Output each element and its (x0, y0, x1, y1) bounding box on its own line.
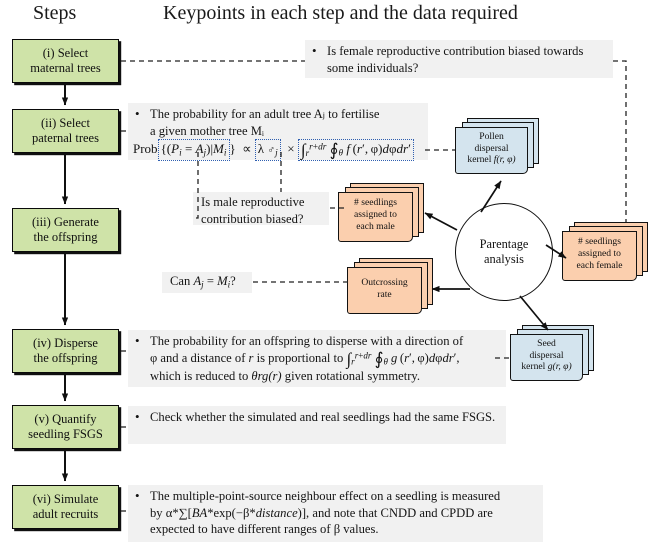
card-seedlings-per-male[interactable]: # seedlings assigned to each male (338, 183, 428, 249)
keypoint-ii-line1: The probability for an adult tree Aⱼ to … (150, 107, 380, 121)
keypoint-iv-line3: which is reduced to θrg(r) given rotatio… (150, 369, 421, 384)
parentage-analysis-node[interactable]: Parentage analysis (455, 203, 553, 301)
keypoint-panel-selfing: Can Aj = Mi? (162, 272, 252, 293)
keypoint-ii-formula: Prob{(Pi = Aj)|Mi} ∝ λ ♂j × ∫rr+dr ∮θ f … (133, 139, 414, 162)
keypoint-panel-male-bias: Is male reproductive contribution biased… (193, 192, 329, 226)
bullet-icon: • (135, 106, 140, 121)
step-box-v[interactable]: (v) Quantify seedling FSGS (12, 405, 119, 449)
outcrossing-line1: Outcrossing (361, 276, 408, 288)
card-front: Pollen dispersal kernel f(r, φ) (455, 127, 528, 174)
male-count-line2: assigned to (354, 209, 397, 221)
step-box-ii[interactable]: (ii) Select paternal trees (12, 109, 119, 153)
female-count-line3: each female (576, 259, 623, 271)
step-i-line1: (i) Select (42, 46, 89, 61)
step-box-iv[interactable]: (iv) Disperse the offspring (12, 329, 119, 373)
keypoint-v-text: Check whether the simulated and real see… (150, 410, 496, 424)
step-iv-line1: (iv) Disperse (33, 336, 98, 351)
step-box-i[interactable]: (i) Select maternal trees (12, 39, 119, 83)
bullet-icon: • (312, 43, 317, 58)
parentage-line2: analysis (484, 252, 524, 266)
keypoint-selfing-text: Can Aj = Mi? (170, 274, 236, 290)
formula-term-lambda: λ ♂j (254, 139, 281, 161)
column-header-keypoints: Keypoints in each step and the data requ… (163, 2, 518, 24)
keypoint-panel-i: • Is female reproductive contribution bi… (305, 40, 613, 78)
step-iv-line2: the offspring (33, 351, 98, 365)
step-box-vi[interactable]: (vi) Simulate adult recruits (12, 485, 119, 529)
pollen-kernel-line1: Pollen (479, 130, 504, 142)
bullet-icon: • (135, 488, 140, 503)
step-vi-line1: (vi) Simulate (32, 492, 99, 507)
card-outcrossing-rate[interactable]: Outcrossing rate (347, 258, 437, 320)
bullet-icon: • (135, 409, 140, 424)
step-i-line2: maternal trees (30, 61, 101, 75)
step-v-line2: seedling FSGS (28, 427, 103, 441)
keypoint-panel-v: • Check whether the simulated and real s… (128, 406, 506, 444)
column-header-steps: Steps (33, 2, 77, 24)
seed-kernel-line1: Seed (537, 337, 556, 349)
step-iii-line1: (iii) Generate (32, 215, 99, 230)
male-count-line3: each male (356, 220, 395, 232)
step-v-line1: (v) Quantify (34, 412, 97, 427)
keypoint-panel-iv: • The probability for an offspring to di… (128, 330, 506, 387)
card-seed-dispersal-kernel[interactable]: Seed dispersal kernel g(r, φ) (510, 325, 598, 387)
card-front: Outcrossing rate (347, 267, 422, 314)
seed-kernel-line2: dispersal (529, 349, 564, 361)
step-box-iii[interactable]: (iii) Generate the offspring (12, 208, 119, 252)
step-ii-line1: (ii) Select (41, 116, 90, 131)
outcrossing-line2: rate (377, 288, 392, 300)
keypoint-panel-vi: • The multiple-point-source neighbour ef… (128, 485, 543, 542)
bullet-icon: • (135, 333, 140, 348)
keypoint-vi-line2: by α*∑[BA*exp(−β*distance)], and note th… (150, 505, 493, 520)
keypoint-iv-line2: φ and a distance of r is proportional to… (150, 348, 460, 368)
card-front: Seed dispersal kernel g(r, φ) (510, 334, 583, 381)
female-count-line1: # seedlings (578, 236, 621, 248)
step-iii-line2: the offspring (33, 230, 98, 244)
card-pollen-dispersal-kernel[interactable]: Pollen dispersal kernel f(r, φ) (455, 118, 543, 180)
seed-kernel-line3: kernel g(r, φ) (521, 361, 572, 373)
pollen-kernel-line2: dispersal (474, 142, 509, 154)
parentage-line1: Parentage (479, 236, 529, 251)
card-front: # seedlings assigned to each male (338, 192, 413, 242)
step-ii-line2: paternal trees (32, 131, 99, 145)
formula-term-integral: ∫rr+dr ∮θ f (r′, φ)dφdr′ (297, 139, 414, 162)
keypoint-i-text: Is female reproductive contribution bias… (327, 44, 584, 75)
keypoint-ii-line2: a given mother tree Mᵢ (150, 123, 264, 138)
formula-term-prob: {(Pi = Aj)|Mi (157, 139, 230, 161)
male-count-line1: # seedlings (354, 197, 397, 209)
card-seedlings-per-female[interactable]: # seedlings assigned to each female (562, 222, 650, 288)
keypoint-male-bias-text: Is male reproductive contribution biased… (201, 195, 305, 226)
female-count-line2: assigned to (578, 248, 621, 260)
card-front: # seedlings assigned to each female (562, 231, 637, 281)
keypoint-iv-line1: The probability for an offspring to disp… (150, 334, 464, 348)
keypoint-vi-line3: expected to have different ranges of β v… (150, 522, 379, 537)
keypoint-panel-ii: • The probability for an adult tree Aⱼ t… (128, 103, 428, 162)
keypoint-vi-line1: The multiple-point-source neighbour effe… (150, 489, 501, 503)
pollen-kernel-line3: kernel f(r, φ) (467, 154, 516, 166)
step-vi-line2: adult recruits (32, 507, 99, 521)
